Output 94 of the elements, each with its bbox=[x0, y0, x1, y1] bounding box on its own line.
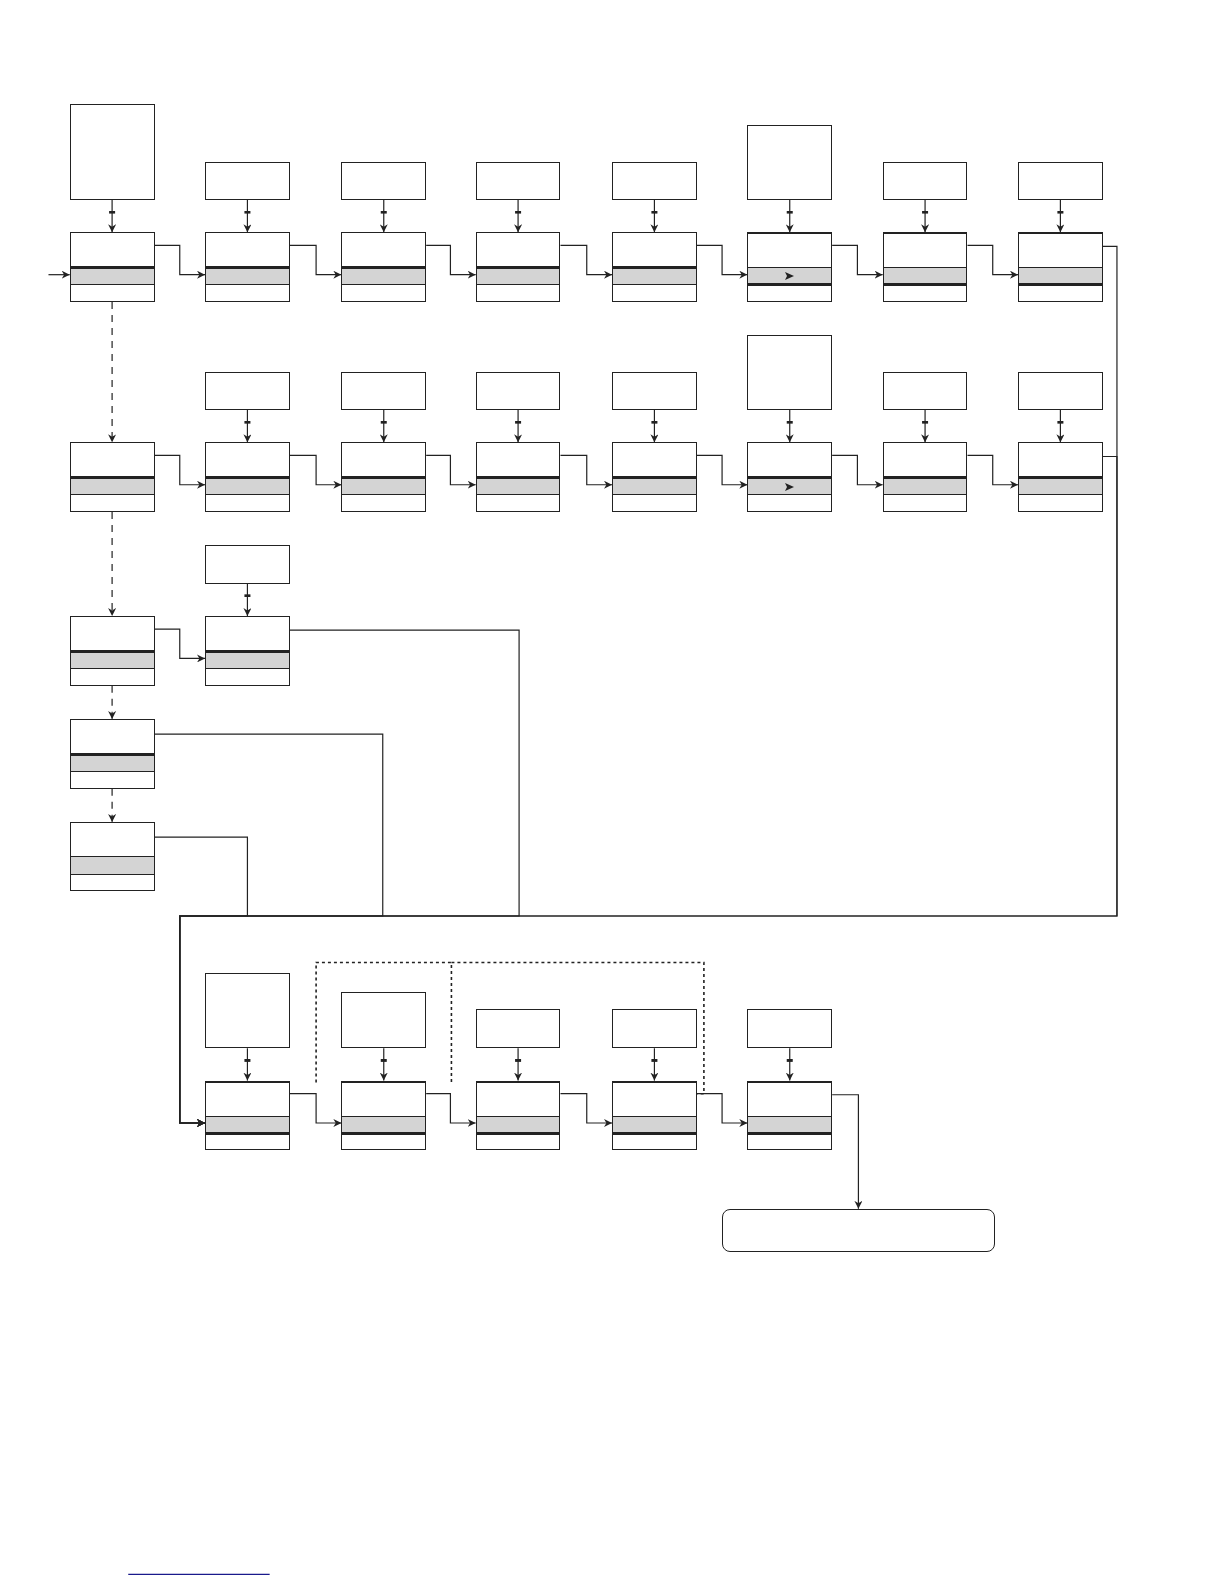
record-box bbox=[612, 1080, 697, 1151]
connector-arrow bbox=[514, 409, 522, 443]
record-box bbox=[69, 232, 155, 302]
record-box bbox=[1017, 232, 1103, 302]
connector-arrow bbox=[831, 1094, 863, 1210]
connector-arrow bbox=[696, 1093, 748, 1127]
connector-arrow bbox=[786, 409, 794, 443]
empty-box bbox=[612, 1008, 697, 1049]
empty-box bbox=[341, 991, 427, 1049]
record-box bbox=[341, 232, 427, 302]
connector-arrow bbox=[696, 244, 748, 279]
empty-box bbox=[205, 161, 290, 200]
record-box bbox=[882, 442, 968, 512]
connector-arrow bbox=[1056, 409, 1064, 443]
connector-arrow bbox=[921, 409, 929, 443]
connector-arrow bbox=[425, 244, 477, 279]
record-box bbox=[882, 232, 968, 302]
connector-arrow bbox=[514, 199, 522, 233]
connector-arrow bbox=[47, 270, 71, 279]
empty-box bbox=[205, 371, 290, 410]
record-box bbox=[69, 719, 155, 789]
empty-box bbox=[747, 335, 833, 410]
record-box bbox=[612, 232, 697, 302]
connector-arrow bbox=[425, 1093, 477, 1127]
record-box bbox=[205, 1080, 290, 1151]
connector-arrow bbox=[380, 409, 388, 443]
connector-arrow bbox=[966, 454, 1019, 489]
connector-arrow bbox=[786, 199, 794, 233]
connector-arrow bbox=[108, 685, 117, 720]
connector-arrow bbox=[243, 199, 251, 233]
connector-arrow bbox=[243, 583, 251, 617]
connector-arrow bbox=[289, 1093, 342, 1127]
connector-arrow bbox=[153, 628, 206, 663]
connector-arrow bbox=[1056, 199, 1064, 233]
record-box bbox=[475, 232, 561, 302]
record-box bbox=[205, 616, 290, 686]
connector-arrow bbox=[243, 409, 251, 443]
empty-box bbox=[475, 1008, 561, 1049]
empty-box bbox=[747, 1008, 833, 1049]
connector-arrow bbox=[153, 836, 249, 1127]
connector-arrow bbox=[289, 454, 342, 489]
connector-arrow bbox=[786, 1047, 794, 1082]
connector-arrow bbox=[831, 454, 884, 489]
record-box bbox=[69, 616, 155, 686]
record-box bbox=[747, 232, 833, 302]
record-box bbox=[475, 442, 561, 512]
record-box bbox=[341, 442, 427, 512]
empty-box bbox=[612, 371, 697, 410]
connector-arrow bbox=[153, 244, 206, 279]
connector-arrow bbox=[153, 454, 206, 489]
connector-arrow bbox=[108, 301, 117, 443]
record-box bbox=[205, 232, 290, 302]
record-box bbox=[747, 442, 833, 512]
connector-arrow bbox=[380, 1047, 388, 1082]
record-box bbox=[69, 822, 155, 891]
empty-box bbox=[341, 371, 427, 410]
connector-arrow bbox=[380, 199, 388, 233]
empty-box bbox=[475, 371, 561, 410]
connector-arrow bbox=[966, 244, 1019, 279]
empty-box bbox=[475, 161, 561, 200]
connector-arrow bbox=[831, 244, 884, 279]
record-box bbox=[69, 442, 155, 512]
connector-arrow bbox=[243, 1047, 251, 1082]
record-box bbox=[205, 442, 290, 512]
empty-box bbox=[612, 161, 697, 200]
empty-box bbox=[341, 161, 427, 200]
empty-box bbox=[205, 545, 290, 584]
connector-arrow bbox=[108, 788, 117, 823]
record-box bbox=[475, 1080, 561, 1151]
connector-arrow bbox=[559, 244, 613, 279]
empty-box bbox=[1017, 161, 1103, 200]
record-box bbox=[612, 442, 697, 512]
empty-box bbox=[69, 104, 155, 200]
connector-arrow bbox=[108, 199, 116, 233]
connector-arrow bbox=[650, 199, 658, 233]
record-box bbox=[1017, 442, 1103, 512]
connector-arrow bbox=[559, 454, 613, 489]
record-box bbox=[747, 1080, 833, 1151]
connector-arrow bbox=[514, 1047, 522, 1082]
connector-arrow bbox=[425, 454, 477, 489]
connector-arrow bbox=[650, 409, 658, 443]
empty-box bbox=[747, 125, 833, 200]
empty-box bbox=[882, 371, 968, 410]
connector-arrow bbox=[650, 1047, 658, 1082]
connector-arrow bbox=[289, 244, 342, 279]
connector-arrow bbox=[921, 199, 929, 233]
record-box bbox=[341, 1080, 427, 1151]
connector-arrow bbox=[696, 454, 748, 489]
connector-arrow bbox=[559, 1093, 613, 1127]
connector-arrow bbox=[108, 511, 117, 617]
empty-box bbox=[205, 972, 290, 1049]
empty-box bbox=[882, 161, 968, 200]
rounded-box bbox=[722, 1208, 995, 1253]
empty-box bbox=[1017, 371, 1103, 410]
